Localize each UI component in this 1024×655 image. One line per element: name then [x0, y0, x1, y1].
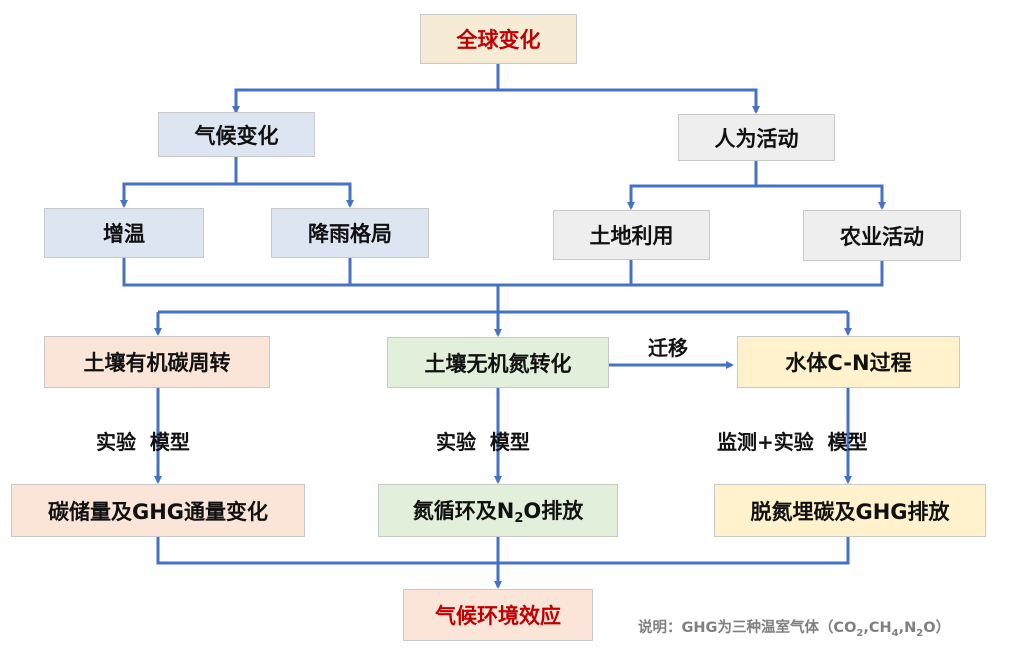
label-migration: 迁移: [648, 336, 688, 360]
connector-merge-results: [156, 537, 850, 565]
node-water-cn: 水体C-N过程: [737, 336, 960, 388]
node-rain-pattern: 降雨格局: [271, 208, 429, 258]
n-cycle-text: 氮循环及N2O排放: [412, 499, 584, 526]
connector-global-to-climate: [232, 64, 500, 114]
node-human-activity: 人为活动: [678, 114, 835, 161]
label-monitor-model: 监测+实验 模型: [717, 430, 868, 454]
connector-human-to-agri: [756, 184, 886, 210]
connector-climate-to-rain: [236, 182, 354, 208]
node-soil-inorganic: 土壤无机氮转化: [387, 337, 609, 388]
node-denitrification: 脱氮埋碳及GHG排放: [714, 484, 986, 537]
connector-climate-to-warming: [120, 157, 238, 208]
footnote: 说明：GHG为三种温室气体（CO2,CH4,N2O）: [638, 620, 951, 639]
node-land-use: 土地利用: [553, 210, 710, 260]
node-global-change: 全球变化: [420, 14, 577, 64]
label-exp-model-inorganic: 实验 模型: [436, 430, 530, 454]
node-climate-effect: 气候环境效应: [403, 589, 593, 641]
node-agri-activity: 农业活动: [803, 210, 961, 261]
label-exp-model-organic: 实验 模型: [96, 430, 190, 454]
connector-human-to-landuse: [627, 161, 758, 210]
node-soil-organic: 土壤有机碳周转: [44, 336, 270, 388]
node-climate-change: 气候变化: [158, 112, 315, 157]
node-carbon-storage: 碳储量及GHG通量变化: [11, 484, 305, 537]
node-n-cycle: 氮循环及N2O排放: [378, 484, 618, 537]
connector-global-to-human: [498, 88, 760, 114]
node-warming: 增温: [44, 208, 204, 258]
connector-merge-drivers: [122, 258, 884, 287]
